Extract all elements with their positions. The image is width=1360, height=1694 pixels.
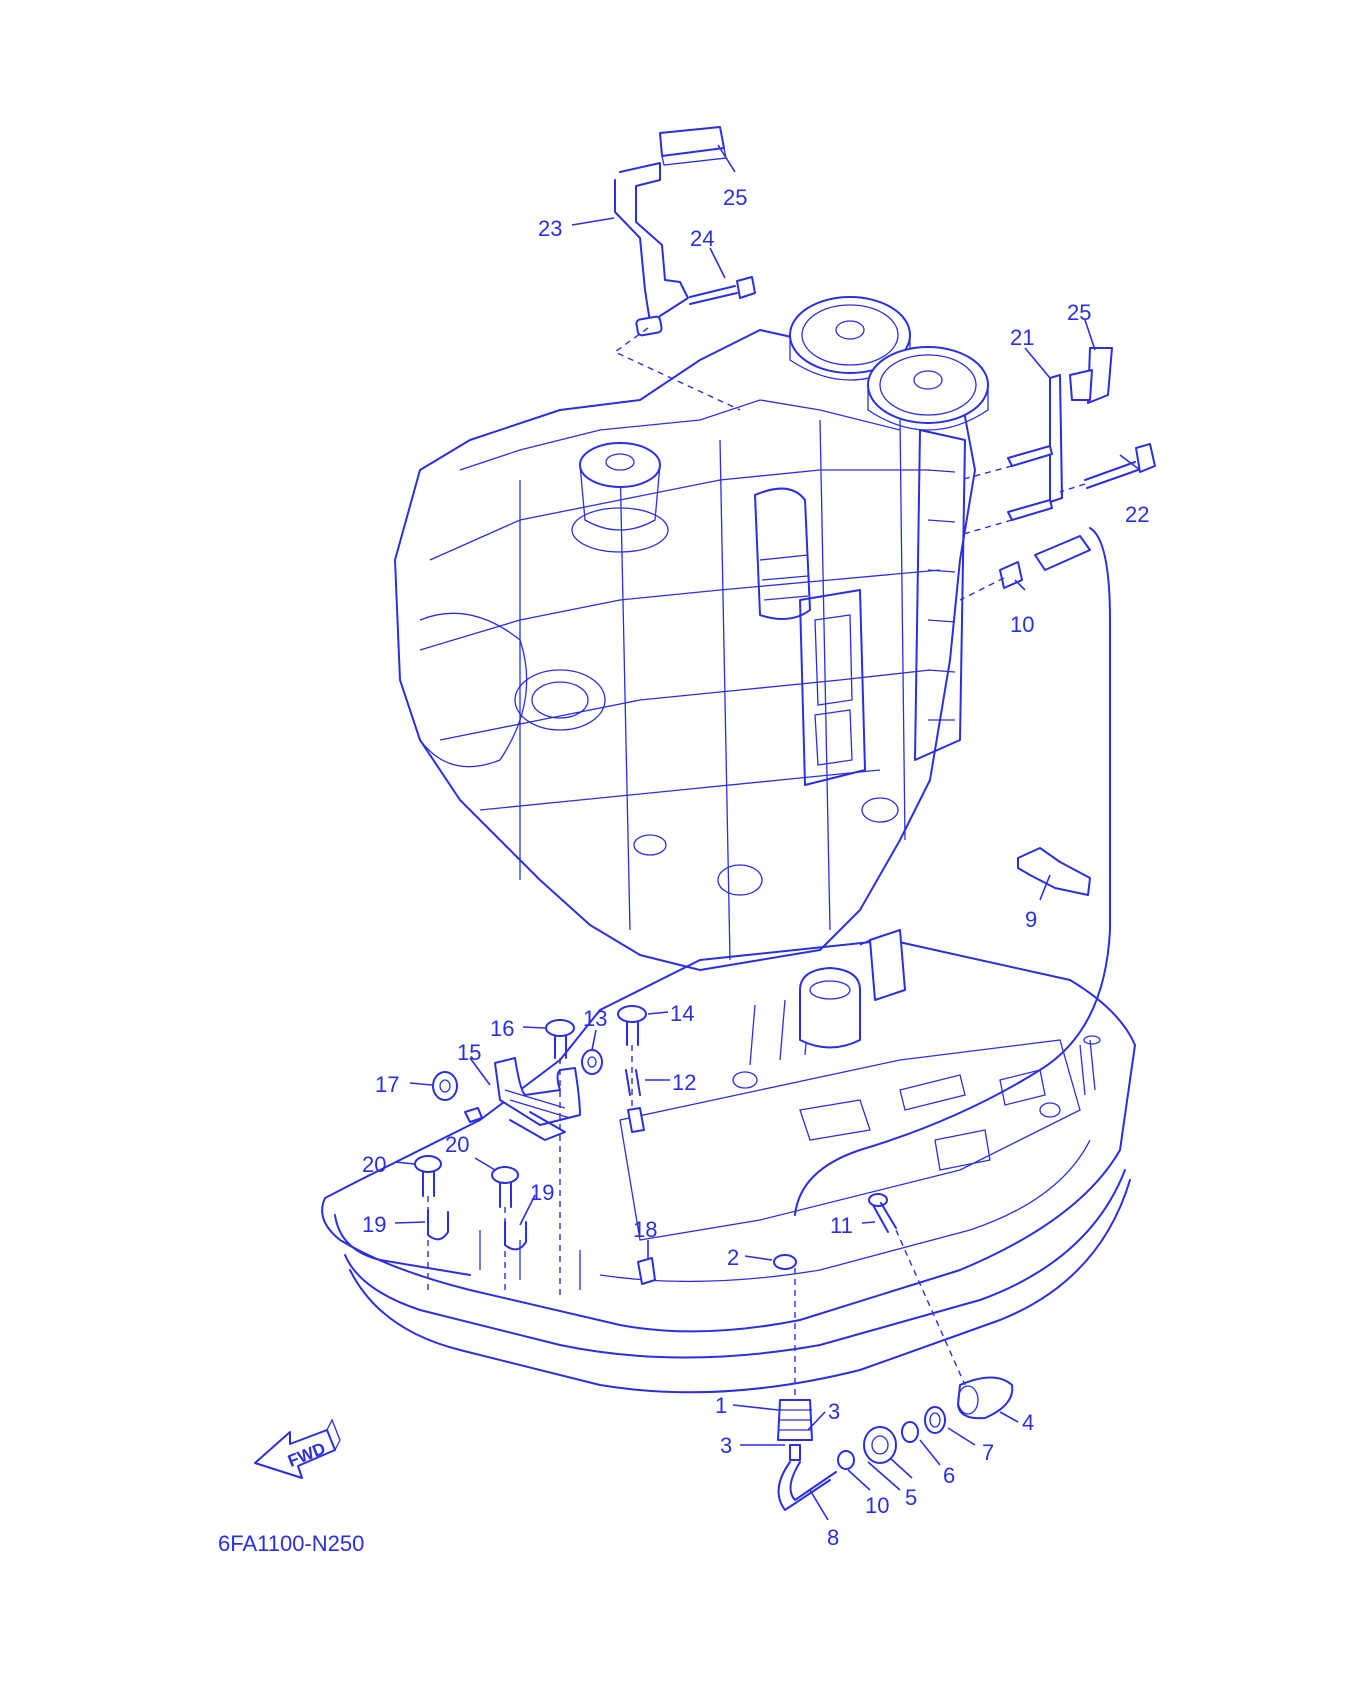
assembly-line-22 xyxy=(1059,483,1086,493)
bottom-cowling xyxy=(321,929,1136,1394)
callout-8: 8 xyxy=(827,1525,839,1550)
part-11-bolt xyxy=(868,1193,897,1233)
part-4-cap xyxy=(957,1376,1014,1420)
callout-10-upper: 10 xyxy=(1010,612,1034,637)
callout-labels: 25 23 24 25 21 22 10 9 16 13 14 15 17 12… xyxy=(362,185,1149,1550)
callout-19-right: 19 xyxy=(530,1180,554,1205)
callout-19-left: 19 xyxy=(362,1212,386,1237)
part-10-clamp-lower xyxy=(837,1450,855,1470)
callout-6: 6 xyxy=(943,1463,955,1488)
part-17-grommet xyxy=(432,1071,483,1123)
callout-22: 22 xyxy=(1125,502,1149,527)
callout-3-left: 3 xyxy=(720,1433,732,1458)
part-8-hose xyxy=(777,1461,837,1511)
callout-16: 16 xyxy=(490,1016,514,1041)
assembly-line-23 xyxy=(613,327,741,411)
callout-23: 23 xyxy=(538,216,562,241)
part-7-ring xyxy=(924,1406,946,1434)
callout-12: 12 xyxy=(672,1070,696,1095)
callout-10-lower: 10 xyxy=(865,1493,889,1518)
callout-2: 2 xyxy=(727,1245,739,1270)
callout-20-right: 20 xyxy=(445,1132,469,1157)
part-20-bolt-right xyxy=(491,1166,519,1208)
assembly-line-10 xyxy=(959,577,1005,601)
pilot-hose xyxy=(794,527,1111,1216)
callout-9: 9 xyxy=(1025,907,1037,932)
part-10-clamp-upper xyxy=(999,535,1091,589)
engine-block xyxy=(394,296,989,971)
part-25-clip-right xyxy=(1069,347,1113,404)
drawing-code: 6FA1100-N250 xyxy=(218,1531,364,1556)
callout-4: 4 xyxy=(1022,1410,1034,1435)
callout-14: 14 xyxy=(670,1001,694,1026)
fwd-direction-arrow: FWD xyxy=(254,1418,341,1479)
part-20-bolt-left xyxy=(414,1155,442,1197)
part-24-bolt xyxy=(689,276,756,305)
part-9-clamp xyxy=(1017,847,1091,896)
part-16-bolt xyxy=(545,1019,575,1059)
part-22-bolt xyxy=(1084,443,1156,489)
callout-7: 7 xyxy=(982,1440,994,1465)
part-13-grommet xyxy=(581,1049,603,1075)
callout-20-left: 20 xyxy=(362,1152,386,1177)
part-19-clip-right xyxy=(504,1221,527,1251)
assembly-line-21 xyxy=(959,465,1013,536)
part-21-bracket xyxy=(1007,374,1063,521)
leader-lines xyxy=(394,144,1141,1521)
callout-21: 21 xyxy=(1010,325,1034,350)
part-1-fitting xyxy=(777,1399,813,1461)
callout-3-right: 3 xyxy=(828,1399,840,1424)
part-14-bolt xyxy=(617,1005,647,1046)
part-15-holder xyxy=(494,1057,581,1141)
part-6-washer xyxy=(901,1421,919,1443)
callout-1: 1 xyxy=(715,1393,727,1418)
callout-13: 13 xyxy=(583,1006,607,1031)
part-19-clip-left xyxy=(427,1209,449,1241)
part-2-nut xyxy=(773,1254,797,1270)
part-18-clip xyxy=(637,1257,656,1285)
part-5-strainer xyxy=(863,1426,897,1464)
callout-25-top: 25 xyxy=(723,185,747,210)
callout-11: 11 xyxy=(830,1213,853,1238)
part-12-clip xyxy=(625,1069,645,1133)
callout-17: 17 xyxy=(375,1072,399,1097)
part-23-bracket xyxy=(614,162,689,337)
callout-25-right: 25 xyxy=(1067,300,1091,325)
callout-18: 18 xyxy=(633,1217,657,1242)
callout-15: 15 xyxy=(457,1040,481,1065)
callout-24: 24 xyxy=(690,226,714,251)
callout-5: 5 xyxy=(905,1485,917,1510)
part-25-clip-top xyxy=(659,126,727,166)
